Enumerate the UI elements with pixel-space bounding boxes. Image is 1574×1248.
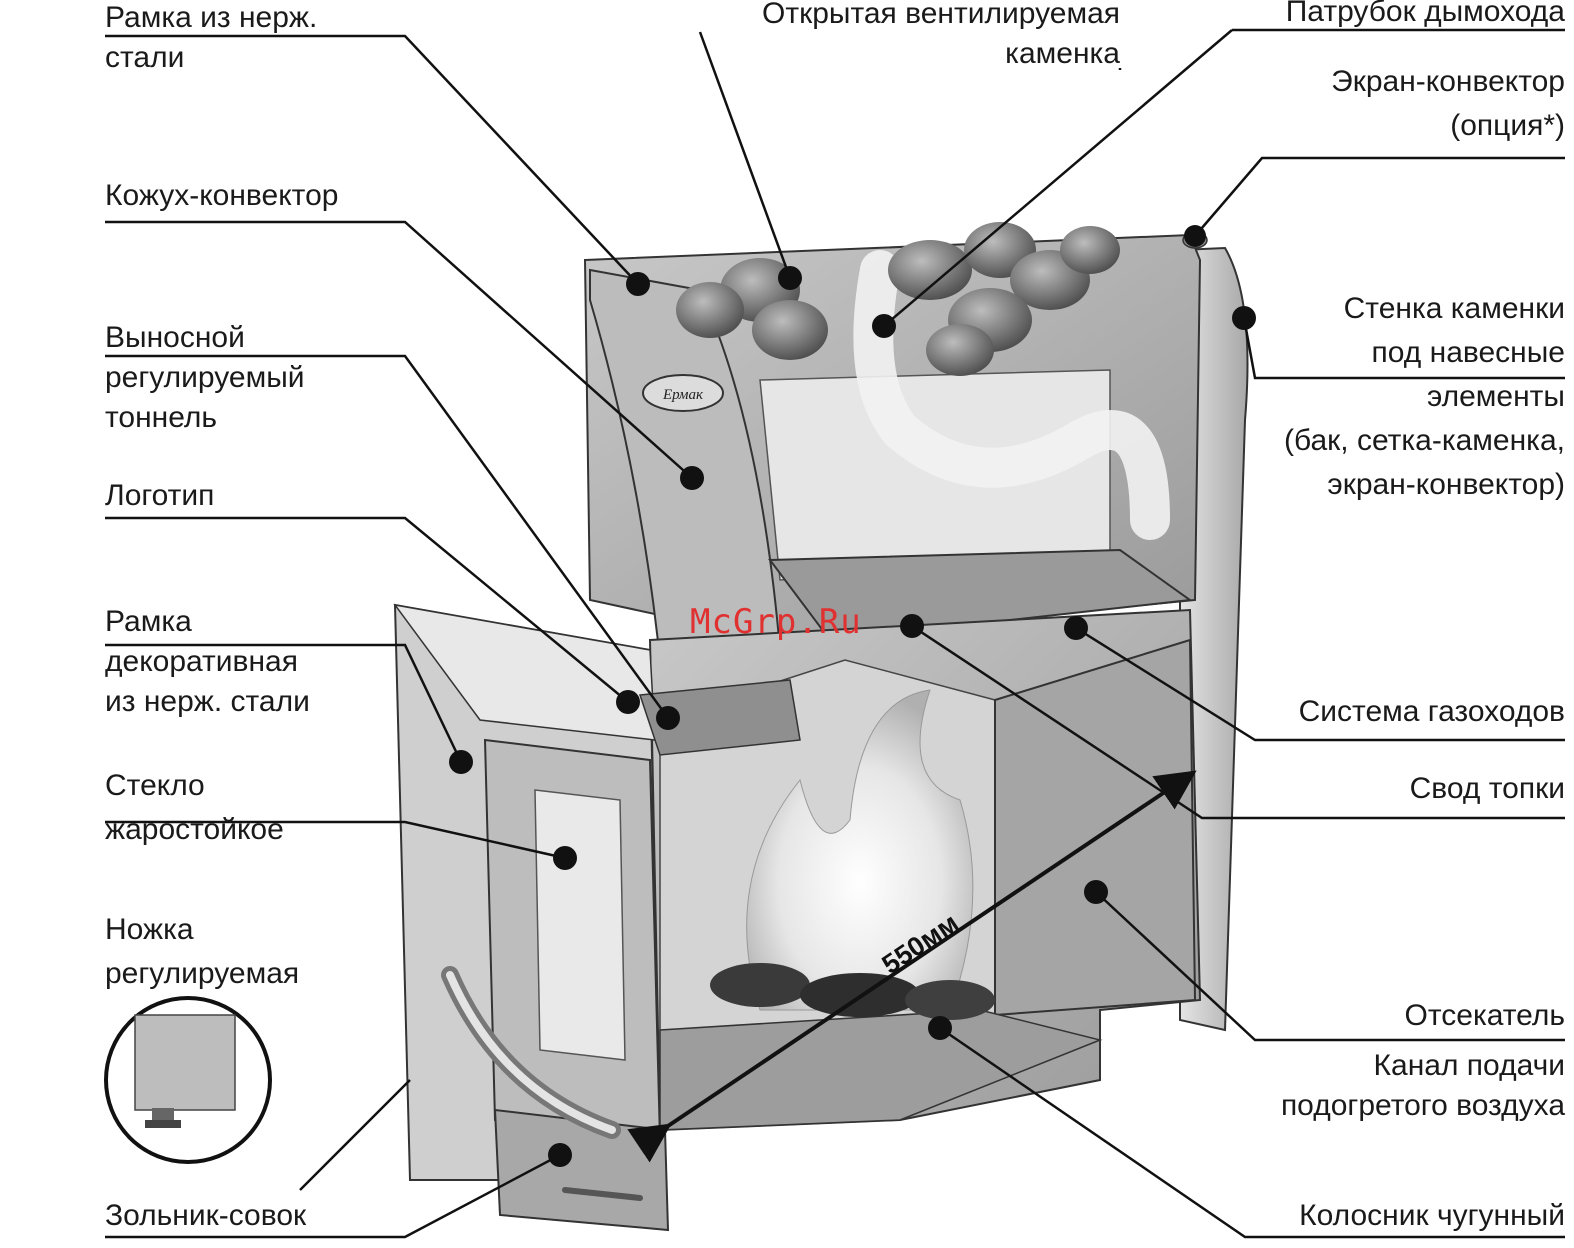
label-leg: Ножка регулируемая <box>105 913 300 990</box>
label-cutter: Отсекатель <box>1404 999 1565 1032</box>
label-air-channel: Канал подачи подогретого воздуха <box>1280 1049 1565 1122</box>
label-gas-ducts: Система газоходов <box>1298 695 1565 728</box>
label-wall: Стенка каменки под навесные элементы (ба… <box>1283 292 1565 501</box>
label-logo: Логотип <box>105 479 215 512</box>
label-open-heater: Открытая вентилируемая каменка <box>762 0 1120 70</box>
heater-stones <box>676 222 1120 376</box>
label-grate: Колосник чугунный <box>1299 1199 1565 1232</box>
label-vault: Свод топки <box>1409 772 1565 805</box>
label-chimney: Патрубок дымохода <box>1285 0 1565 28</box>
logo-text: Ермак <box>662 387 704 403</box>
label-glass: Стекло жаростойкое <box>105 769 284 846</box>
watermark: McGrp.Ru <box>690 602 862 642</box>
label-casing: Кожух-конвектор <box>105 179 339 212</box>
label-deco-frame: Рамка декоративная из нерж. стали <box>105 605 310 718</box>
label-screen: Экран-конвектор (опция*) <box>1331 65 1565 142</box>
label-tunnel: Выносной регулируемый тоннель <box>105 321 305 434</box>
label-frame-steel: Рамка из нерж. стали <box>105 1 318 74</box>
label-ash-pan: Зольник-совок <box>105 1199 307 1232</box>
leg-inset <box>104 996 272 1164</box>
stove-body: Ермак <box>393 222 1249 1232</box>
